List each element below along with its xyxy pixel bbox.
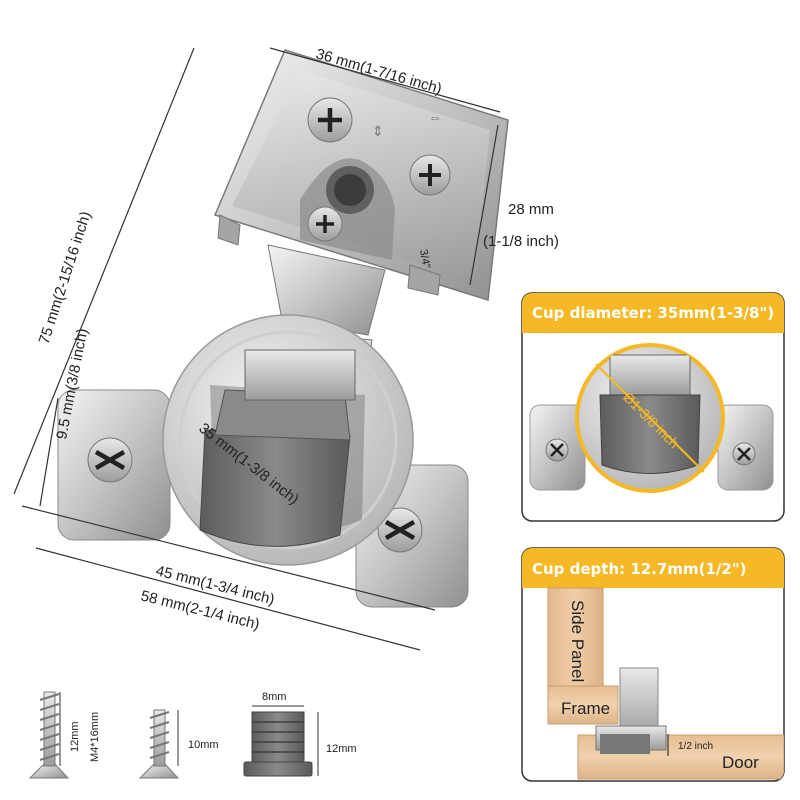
adjust-arrow-icon-2: ⇔ [428, 109, 442, 125]
plate-mark: 3/4" [417, 248, 432, 269]
dim-plate-height-in: (1-1/8 inch) [483, 233, 559, 250]
callout-cup-depth: Cup depth: 12.7mm(1/2") Side Panel Frame… [521, 547, 785, 782]
screw-long-icon [28, 691, 70, 779]
adjust-arrow-icon: ⇕ [372, 123, 384, 139]
dim-total-length: 75 mm(2-15/16 inch) [36, 209, 95, 346]
callout-cup-title: Cup diameter: 35mm(1-3/8") [532, 304, 774, 322]
screw-short-length: 10mm [188, 739, 219, 751]
screw-icon [409, 154, 451, 196]
hinge-main: 3/4" ⇕ ⇔ [57, 49, 509, 608]
dowel-width: 8mm [262, 691, 286, 703]
screw-long-length: 12mm [69, 721, 81, 752]
screw-icon [307, 206, 343, 242]
dim-plate-height-mm: 28 mm [508, 201, 554, 218]
screw-icon [307, 97, 353, 143]
mounting-plate: 3/4" ⇕ ⇔ [213, 49, 509, 301]
screw-long-spec: M4*16mm [89, 712, 101, 762]
base-wing-left [57, 389, 171, 541]
label-frame: Frame [561, 699, 610, 718]
label-door: Door [722, 753, 759, 772]
dimension-lines [13, 47, 501, 651]
dowel-icon [243, 705, 319, 777]
screw-short-icon [138, 709, 180, 779]
dowel-length: 12mm [326, 743, 357, 755]
callout-depth-title: Cup depth: 12.7mm(1/2") [532, 560, 747, 578]
label-half-inch: 1/2 inch [678, 741, 713, 752]
hinge-cup [162, 314, 414, 566]
label-side-panel: Side Panel [568, 600, 587, 682]
callout-cup-diameter: Cup diameter: 35mm(1-3/8") Ø1-3/8 inch [521, 292, 785, 522]
